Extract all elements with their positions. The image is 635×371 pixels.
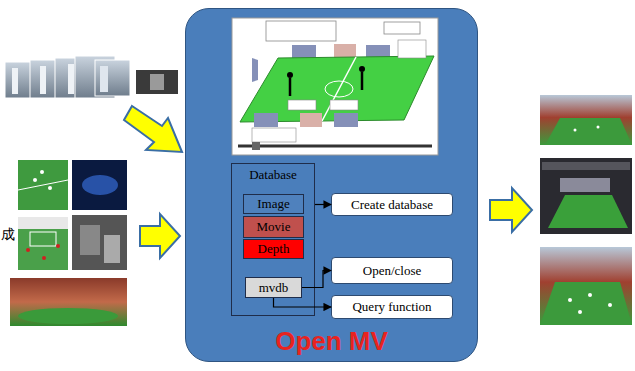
function-box: Open/close — [331, 257, 453, 284]
output-images — [540, 95, 632, 325]
data-type-box: Depth — [243, 239, 304, 259]
soccer-images — [10, 160, 127, 326]
box-label: Image — [257, 196, 289, 212]
side-label-wrap: 成 — [1, 226, 15, 244]
file-box: mvdb — [245, 277, 302, 298]
box-label: Open/close — [363, 263, 421, 279]
system-title: Open MV — [275, 326, 388, 357]
side-label: 成 — [1, 226, 15, 244]
connector — [315, 204, 331, 205]
box-label: mvdb — [259, 280, 289, 296]
image-sequence — [5, 56, 178, 98]
box-label: Movie — [257, 219, 291, 235]
box-label: Query function — [352, 299, 431, 315]
database-box: ImageMovieDepth mvdb Database — [231, 163, 315, 316]
box-label: Depth — [258, 241, 290, 257]
data-type-box: Image — [243, 194, 304, 214]
function-box: Create database — [331, 193, 453, 216]
connector — [274, 298, 332, 307]
function-box: Query function — [331, 295, 453, 319]
field-model-illustration — [232, 18, 438, 155]
data-type-box: Movie — [243, 216, 304, 238]
box-label: Database — [249, 167, 297, 183]
connector — [302, 271, 331, 288]
box-label: Create database — [351, 197, 433, 213]
